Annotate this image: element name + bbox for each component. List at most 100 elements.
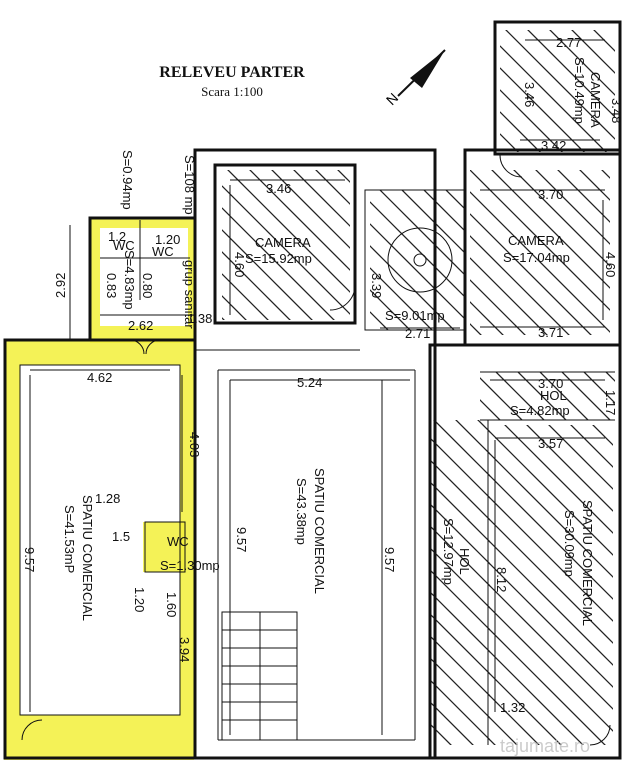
dim-346b: 3.46	[522, 82, 537, 107]
hatch-line	[630, 0, 644, 768]
room-spatiu-left-area: S=41.53mP	[62, 505, 77, 573]
hatch-line	[561, 372, 611, 420]
hatch-line	[500, 89, 563, 152]
dim-957c: 9.57	[382, 547, 397, 572]
dim-117: 1.17	[603, 390, 618, 415]
dim-394: 3.94	[177, 637, 192, 662]
room-camera-top-name: CAMERA	[588, 72, 603, 128]
hatch-line	[583, 372, 615, 404]
dim-271: 2.71	[405, 326, 430, 341]
room-camera-left-area: S=15.92mp	[245, 251, 312, 266]
room-wc-b: WC	[152, 244, 174, 259]
wall-camera-left	[213, 163, 357, 325]
dim-080: 0.80	[140, 273, 155, 298]
room-wc-a: WC	[113, 238, 135, 253]
wall-camera-top	[493, 20, 622, 156]
hatch-line	[410, 0, 644, 768]
hatch-line	[500, 45, 607, 152]
dim-957b: 9.57	[234, 527, 249, 552]
hatch-line	[630, 0, 644, 768]
room-spatiu-right-name: SPATIU COMERCIAL	[580, 500, 595, 626]
room-camera-left-name: CAMERA	[255, 235, 311, 250]
room-spatiu-mid-area: S=43.38mp	[294, 478, 309, 545]
room-spatiu-right-area: S=30.09mp	[562, 510, 577, 577]
room-hol-long-area: S=12.97mp	[441, 518, 456, 585]
hatch-line	[630, 0, 644, 768]
hatch-line	[517, 372, 567, 420]
hatch-line	[548, 425, 613, 490]
hatch-line	[430, 635, 490, 697]
highlight-left-space	[4, 218, 195, 760]
dim-277: 2.77	[556, 35, 581, 50]
hatch-line	[124, 0, 644, 768]
dim-160: 1.60	[164, 592, 179, 617]
room-grup-sanitar-name: grup sanitar	[182, 260, 197, 329]
walls	[3, 20, 622, 760]
hatch-line	[630, 0, 644, 768]
hatch-line	[370, 245, 455, 330]
hatch-line	[293, 170, 350, 227]
room-grup-sanitar-area: S=4.83mp	[122, 250, 137, 310]
room-stair-area: S=9.01mp	[385, 308, 445, 323]
hatch-line	[388, 0, 644, 768]
dim-460b: 4.60	[603, 252, 618, 277]
wall-middle-block	[193, 148, 437, 760]
room-spatiu-left-name: SPATIU COMERCIAL	[80, 495, 95, 621]
hatch-line	[505, 30, 615, 140]
hatch-line	[480, 377, 523, 420]
dim-128: 1.28	[95, 491, 120, 506]
room-wc-small-area: S=1.30mp	[160, 558, 220, 573]
room-area-108: S=108 mp	[182, 155, 197, 215]
hatch-line	[630, 0, 644, 768]
dim-524: 5.24	[297, 375, 322, 390]
hatch-line	[410, 0, 644, 768]
hatch-line	[500, 67, 585, 152]
hatch-line	[539, 372, 589, 420]
dim-262: 2.62	[128, 318, 153, 333]
dim-403: 4.03	[187, 432, 202, 457]
dim-371: 3.71	[538, 325, 563, 340]
dim-346: 3.46	[266, 181, 291, 196]
room-camera-right-name: CAMERA	[508, 233, 564, 248]
dim-460a: 4.60	[232, 252, 247, 277]
room-area-094: S=0.94mp	[120, 150, 135, 210]
hatch-line	[430, 613, 490, 675]
hatch-line	[388, 0, 644, 768]
hatch-line	[500, 111, 541, 152]
hatch-line	[124, 0, 644, 768]
hatch-line	[630, 0, 644, 768]
hatch-line	[410, 0, 644, 768]
dim-138: 1.38	[187, 311, 212, 326]
room-hol-long-name: HOL	[457, 548, 472, 575]
dim-812: 8.12	[494, 567, 509, 592]
hatch-line	[410, 0, 644, 768]
dimension-labels: 2.77 3.42 3.46 3.70 2.71 3.71 5.24 3.70 …	[22, 35, 624, 715]
dim-15: 1.5	[112, 529, 130, 544]
room-wc-small-name: WC	[167, 534, 189, 549]
plan-title: RELEVEU PARTER	[159, 64, 305, 81]
dim-370a: 3.70	[538, 187, 563, 202]
room-hol-small-name: HOL	[540, 388, 567, 403]
hatch-line	[495, 372, 545, 420]
room-hol-small-area: S=4.82mp	[510, 403, 570, 418]
dim-132: 1.32	[500, 700, 525, 715]
dim-342: 3.42	[541, 138, 566, 153]
dim-083: 0.83	[104, 273, 119, 298]
hatch-line	[579, 170, 610, 201]
hatch-line	[124, 0, 644, 768]
hatch-line	[388, 0, 644, 768]
dim-370b: 3.70	[538, 376, 563, 391]
dim-292: 2.92	[53, 273, 68, 298]
room-camera-right-area: S=17.04mp	[503, 250, 570, 265]
hatch-line	[430, 657, 490, 719]
dim-348: 3.48	[609, 98, 624, 123]
dim-339: 3.39	[369, 273, 384, 298]
dimension-lines	[29, 39, 605, 735]
